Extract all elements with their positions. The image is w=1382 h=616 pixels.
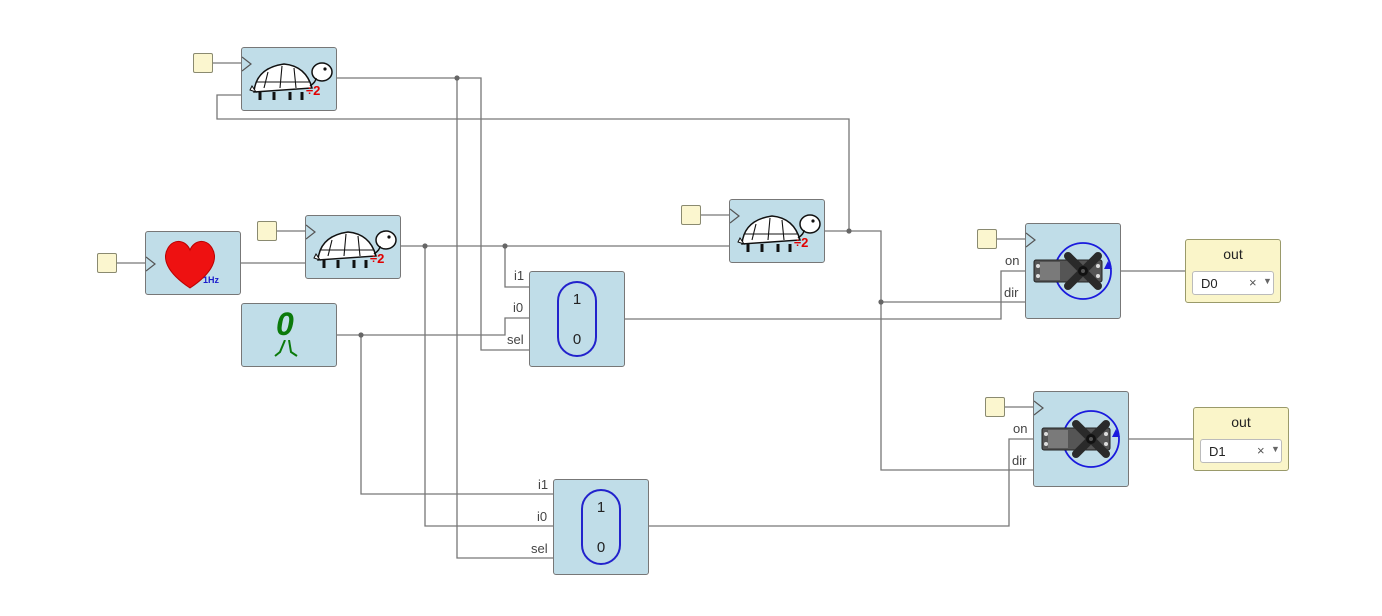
clock-input-servo-bottom[interactable] [985,397,1005,417]
clock-input-heart[interactable] [97,253,117,273]
clock-input-servo-top[interactable] [977,229,997,249]
port-label-dir: dir [1004,285,1019,300]
port-label-i1: i1 [538,477,549,492]
pin-select-value: D0 [1201,276,1218,291]
prescaler-block-mid[interactable]: ÷2 [305,215,401,279]
servo-icon [1026,232,1112,300]
divide-by-label: ÷2 [370,251,385,266]
constant-value: 0 [276,306,294,342]
frequency-label: 1Hz [203,275,220,285]
port-label-i1: i1 [514,268,525,283]
clock-input-mid[interactable] [257,221,277,241]
servo-block-top[interactable] [1025,223,1121,319]
output-block-d0[interactable]: out D0 × ▼ [1185,239,1281,303]
port-label-on: on [1005,253,1020,268]
turtle-icon [242,56,333,100]
output-block-d1[interactable]: out D1 × ▼ [1193,407,1289,471]
divide-by-label: ÷2 [794,235,809,250]
clear-selection-icon[interactable]: × [1249,275,1257,290]
port-label-on: on [1013,421,1028,436]
servo-icon [1034,400,1120,468]
walking-legs-icon [274,340,298,357]
multiplexer-block-bottom[interactable]: 1 0 [553,479,649,575]
output-title: out [1231,414,1251,430]
turtle-icon [730,208,821,252]
chevron-down-icon[interactable]: ▼ [1263,276,1272,286]
mux-value-1: 1 [572,291,582,308]
mux-value-1: 1 [596,499,606,516]
pin-select-value: D1 [1209,444,1226,459]
port-label-dir: dir [1012,453,1027,468]
heart-icon [146,241,215,289]
heartbeat-clock-block[interactable]: 1Hz [145,231,241,295]
mux-oval [581,489,621,565]
mux-value-0: 0 [572,331,582,348]
prescaler-block-right[interactable]: ÷2 [729,199,825,263]
divide-by-label: ÷2 [306,83,321,98]
clock-input-top[interactable] [193,53,213,73]
multiplexer-block-top[interactable]: 1 0 [529,271,625,367]
pin-select-d0[interactable]: D0 × ▼ [1192,271,1274,295]
turtle-icon [306,224,397,268]
port-label-sel: sel [531,541,548,556]
mux-value-0: 0 [596,539,606,556]
clear-selection-icon[interactable]: × [1257,443,1265,458]
output-title: out [1223,246,1243,262]
port-label-i0: i0 [537,509,548,524]
chevron-down-icon[interactable]: ▼ [1271,444,1280,454]
mux-oval [557,281,597,357]
pin-select-d1[interactable]: D1 × ▼ [1200,439,1282,463]
port-label-sel: sel [507,332,524,347]
prescaler-block-top[interactable]: ÷2 [241,47,337,111]
port-label-i0: i0 [513,300,524,315]
clock-input-right[interactable] [681,205,701,225]
servo-block-bottom[interactable] [1033,391,1129,487]
constant-block[interactable]: 0 [241,303,337,367]
